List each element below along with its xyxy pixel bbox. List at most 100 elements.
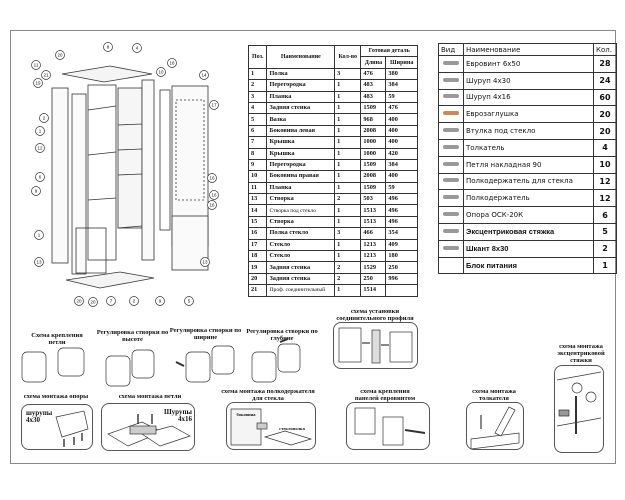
parts-cell-qty: 1 bbox=[334, 124, 362, 138]
parts-cell-name: Перегородка bbox=[266, 79, 336, 92]
parts-cell-name: Задняя стенка bbox=[266, 272, 336, 286]
push-opener-icon bbox=[438, 138, 464, 157]
callout-label: 13 bbox=[36, 260, 42, 265]
callout-label: 2 bbox=[43, 116, 46, 121]
callout-label: 4 bbox=[136, 46, 139, 51]
parts-cell-width: 996 bbox=[385, 272, 418, 286]
hardware-qty: 20 bbox=[593, 105, 617, 124]
hardware-name: Полкодержатель bbox=[463, 189, 594, 208]
hardware-name: Полкодержатель для стекла bbox=[463, 172, 594, 191]
hardware-name: Еврозаглушка bbox=[463, 105, 594, 124]
parts-cell-name: Вазка bbox=[266, 113, 336, 126]
parts-cell-length: 1509 bbox=[360, 158, 387, 172]
callout-label: 18 bbox=[169, 61, 175, 66]
parts-cell-length: 483 bbox=[360, 90, 387, 103]
parts-cell-qty: 1 bbox=[334, 250, 362, 263]
col-pos: Поз. bbox=[247, 45, 268, 69]
callout-label: 21 bbox=[43, 73, 49, 78]
parts-cell-pos: 15 bbox=[247, 215, 268, 229]
parts-cell-pos: 19 bbox=[247, 261, 268, 274]
parts-cell-length: 1509 bbox=[360, 181, 387, 195]
top-panel bbox=[61, 65, 153, 83]
parts-cell-width bbox=[385, 284, 418, 297]
caption-pusher-mount: схема монтажа толкателя bbox=[472, 388, 516, 402]
hardware-qty: 60 bbox=[593, 88, 617, 107]
hardware-name: Блок питания bbox=[463, 256, 594, 275]
hardware-name: Опора ОСК-20К bbox=[463, 206, 594, 224]
callout-label: 7 bbox=[110, 299, 113, 304]
parts-cell-length: 503 bbox=[360, 193, 387, 206]
parts-cell-length: 476 bbox=[360, 67, 387, 81]
callout-label: 6 bbox=[39, 175, 42, 180]
parts-cell-pos: 2 bbox=[247, 79, 268, 92]
callout-16: 16 bbox=[209, 190, 219, 200]
parts-cell-qty: 1 bbox=[334, 113, 362, 126]
caption-glass-holder: схема монтажа полкодержателя для стекла bbox=[221, 388, 315, 402]
shelf-holder-icon bbox=[438, 189, 464, 208]
parts-cell-pos: 14 bbox=[247, 204, 268, 217]
callout-14: 14 bbox=[199, 70, 209, 80]
parts-cell-width: 400 bbox=[385, 124, 418, 138]
parts-cell-name: Створка под стекло bbox=[266, 204, 336, 217]
glass-shelf-holder-icon bbox=[438, 172, 464, 191]
parts-cell-pos: 1 bbox=[247, 67, 268, 81]
callout-19: 19 bbox=[33, 78, 43, 88]
caption-hinge-install: схема монтажа петли bbox=[118, 393, 182, 400]
parts-cell-name: Крышка bbox=[266, 136, 336, 149]
support-screws-label: шурупы 4х30 bbox=[26, 409, 53, 424]
callout-11: 11 bbox=[31, 60, 41, 70]
parts-cell-name: Полка bbox=[266, 67, 336, 81]
callout-label: 12 bbox=[37, 146, 43, 151]
caption-eurobolt-mount: схема крепления панелей евровинтом bbox=[354, 388, 416, 402]
left-side bbox=[51, 87, 69, 264]
parts-cell-name: Полка стекло bbox=[266, 227, 336, 240]
eurobolt-mount-diagram bbox=[346, 402, 430, 450]
parts-cell-width: 354 bbox=[385, 227, 418, 240]
callout-label: 16 bbox=[209, 176, 215, 181]
support-mount-diagram: шурупы 4х30 bbox=[21, 404, 93, 450]
hardware-name: Шуруп 4х30 bbox=[463, 71, 594, 90]
small-screw-icon bbox=[438, 88, 464, 107]
parts-cell-length: 483 bbox=[360, 79, 387, 92]
parts-cell-width: 380 bbox=[385, 67, 418, 81]
caption-hinge-mount: Схема крепления петли bbox=[31, 332, 83, 346]
caption-cam-mount: схема монтажа эксцентриковой стяжки bbox=[557, 343, 605, 364]
callout-20: 20 bbox=[55, 50, 65, 60]
parts-cell-pos: 10 bbox=[247, 170, 268, 183]
screw-icon bbox=[438, 71, 464, 90]
parts-cell-name: Боковина левая bbox=[266, 124, 336, 138]
hardware-name: Толкатель bbox=[463, 138, 594, 157]
parts-cell-name: Задняя стенка bbox=[266, 101, 336, 115]
hinge-icon bbox=[438, 155, 464, 174]
parts-cell-pos: 13 bbox=[247, 193, 268, 206]
parts-cell-length: 466 bbox=[360, 227, 387, 240]
hardware-name: Втулка под стекло bbox=[463, 122, 594, 140]
parts-cell-qty: 1 bbox=[334, 90, 362, 103]
callout-12: 12 bbox=[35, 143, 45, 153]
hardware-qty: 24 bbox=[593, 71, 617, 90]
parts-cell-length: 2008 bbox=[360, 124, 387, 138]
callout-label: 16 bbox=[209, 203, 215, 208]
hinge-install-diagram: Шурупы 4х16 bbox=[101, 403, 195, 451]
callout-label: 1 bbox=[39, 129, 42, 134]
callout-label: 20 bbox=[76, 299, 82, 304]
back-wall bbox=[117, 87, 143, 229]
bottom-panel bbox=[65, 271, 155, 289]
callout-label: 1 bbox=[38, 233, 41, 238]
